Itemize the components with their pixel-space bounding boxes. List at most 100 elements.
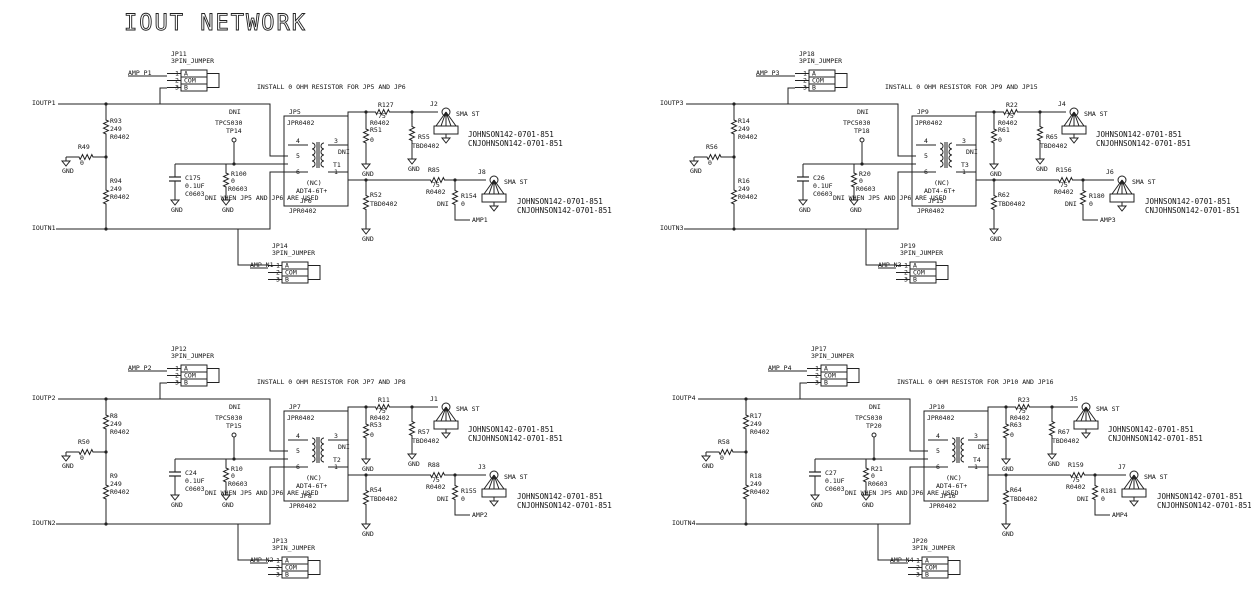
- ground-triangle: [169, 494, 181, 501]
- part-j-top-1: JOHNSON142-0701-851: [1108, 425, 1194, 434]
- jpr-ref-bot: JP15: [928, 197, 944, 205]
- winding-secondary: [948, 142, 953, 150]
- wire-amp: [1094, 510, 1110, 516]
- part-j-bot-1: JOHNSON142-0701-851: [517, 492, 603, 501]
- winding-primary: [311, 148, 316, 156]
- pkg-r-tp: R0603: [228, 185, 248, 193]
- ground-triangle: [220, 494, 232, 501]
- net-iout-n: IOUTN2: [32, 519, 56, 527]
- pkg-r-tbd-top: TBD0402: [412, 437, 439, 445]
- pkg-r-bot: R0402: [110, 488, 130, 496]
- xfmr-dni: DNI: [338, 443, 350, 451]
- val-r-ser-top: 75: [378, 112, 386, 120]
- ground-triangle: [1000, 523, 1012, 530]
- pkg-r-sh-bot: TBD0402: [1010, 495, 1037, 503]
- ref-r-ser-top: R23: [1018, 396, 1030, 404]
- ground-symbol: GND: [60, 157, 74, 175]
- ref-r-tp: R10: [231, 465, 243, 473]
- ref-cap: C26: [813, 174, 825, 182]
- jumper-ref: JP20: [912, 537, 928, 545]
- test-point: [871, 432, 877, 438]
- pin-num: 5: [296, 152, 300, 160]
- ref-r-sh-top: R51: [370, 126, 382, 134]
- ground-triangle: [1000, 458, 1012, 465]
- xfmr-part: ADT4-6T+: [296, 187, 327, 195]
- winding-primary: [939, 154, 944, 162]
- sma-ground: [440, 432, 452, 439]
- resistor-tp: [222, 164, 230, 196]
- jumper-ref: JP14: [272, 242, 288, 250]
- tp-dni: DNI: [869, 403, 881, 411]
- jpr-part-bot: JPR0402: [289, 207, 316, 215]
- val-r-sh-top: 0: [370, 136, 374, 144]
- ground-label: GND: [850, 206, 862, 214]
- ref-r-sh-top: R61: [998, 126, 1010, 134]
- wire-pin1: [328, 171, 349, 178]
- val-cap: 0.1UF: [813, 182, 833, 190]
- resistor-series-bot: [1048, 176, 1083, 184]
- jumper-type: 3PIN_JUMPER: [171, 352, 214, 360]
- ref-r-tp: R100: [231, 170, 247, 178]
- pkg-r-tp: R0603: [228, 480, 248, 488]
- jpr-part-top: JPR0402: [927, 414, 954, 422]
- sma-pin: [445, 111, 452, 127]
- wire-out-top: [347, 111, 360, 145]
- resistor-series-bot: [420, 471, 455, 479]
- val-r-ser-bot: 75: [432, 476, 440, 484]
- val-r-amp: 0: [1101, 495, 1105, 503]
- jumper-pin-name: COM: [824, 372, 836, 380]
- jpr-part-top: JPR0402: [287, 414, 314, 422]
- jumper-pin-name: COM: [913, 269, 925, 277]
- sma-shell: [1061, 125, 1087, 135]
- sma-ground: [1128, 500, 1140, 507]
- val-r-mid: 0: [80, 454, 84, 462]
- wire-jp-top-b: [799, 382, 807, 399]
- jumper-pin-name: B: [285, 571, 289, 579]
- resistor-tbd-top: [408, 407, 416, 450]
- jumper-type: 3PIN_JUMPER: [171, 57, 214, 65]
- winding-primary: [951, 449, 956, 457]
- junction-dot: [232, 457, 236, 461]
- resistor-series-bot: [420, 176, 455, 184]
- jumper-type: 3PIN_JUMPER: [272, 249, 315, 257]
- ground-triangle: [809, 494, 821, 501]
- resistor-series-top: [1000, 403, 1045, 411]
- winding-secondary: [960, 437, 965, 445]
- pin-num: 3: [974, 432, 978, 440]
- ref-r-top: R14: [738, 117, 750, 125]
- jumper-pin-name: COM: [285, 564, 297, 572]
- val-r-tp: 0: [859, 177, 863, 185]
- r-amp-dni: DNI: [1077, 495, 1089, 503]
- ref-r-ser-bot: R159: [1068, 461, 1084, 469]
- wire-out-top: [987, 406, 1000, 440]
- net-amp: AMP1: [472, 216, 488, 224]
- jumper-pin-name: A: [812, 70, 816, 78]
- val-cap: 0.1UF: [185, 477, 205, 485]
- xfmr-dni: DNI: [966, 148, 978, 156]
- winding-secondary: [320, 154, 325, 162]
- wire-jp-bot-a: [865, 229, 896, 266]
- r-amp-dni: DNI: [1065, 200, 1077, 208]
- wire-jp-top-b: [159, 382, 167, 399]
- resistor-shunt-top: [362, 112, 370, 160]
- part-j-top-1: JOHNSON142-0701-851: [1096, 130, 1182, 139]
- xfmr-nc: (NC): [306, 474, 322, 482]
- connector-ref: J2: [430, 100, 438, 108]
- ground-label: GND: [990, 170, 1002, 178]
- sma-shell: [1073, 420, 1099, 430]
- ground-symbol: GND: [988, 160, 1002, 178]
- tp-ref: TP14: [226, 127, 242, 135]
- connector-type: SMA ST: [504, 178, 528, 186]
- resistor-shunt-top: [362, 407, 370, 455]
- part-j-top-2: CNJOHNSON142-0701-851: [468, 139, 563, 148]
- ground-triangle: [406, 453, 418, 460]
- page-title: IOUT NETWORK: [124, 11, 307, 36]
- val-r-mid: 0: [708, 159, 712, 167]
- sma-ground: [488, 500, 500, 507]
- pkg-r-ser-top: R0402: [998, 119, 1018, 127]
- pin-num: 5: [936, 447, 940, 455]
- tp-part: TPC5030: [855, 414, 882, 422]
